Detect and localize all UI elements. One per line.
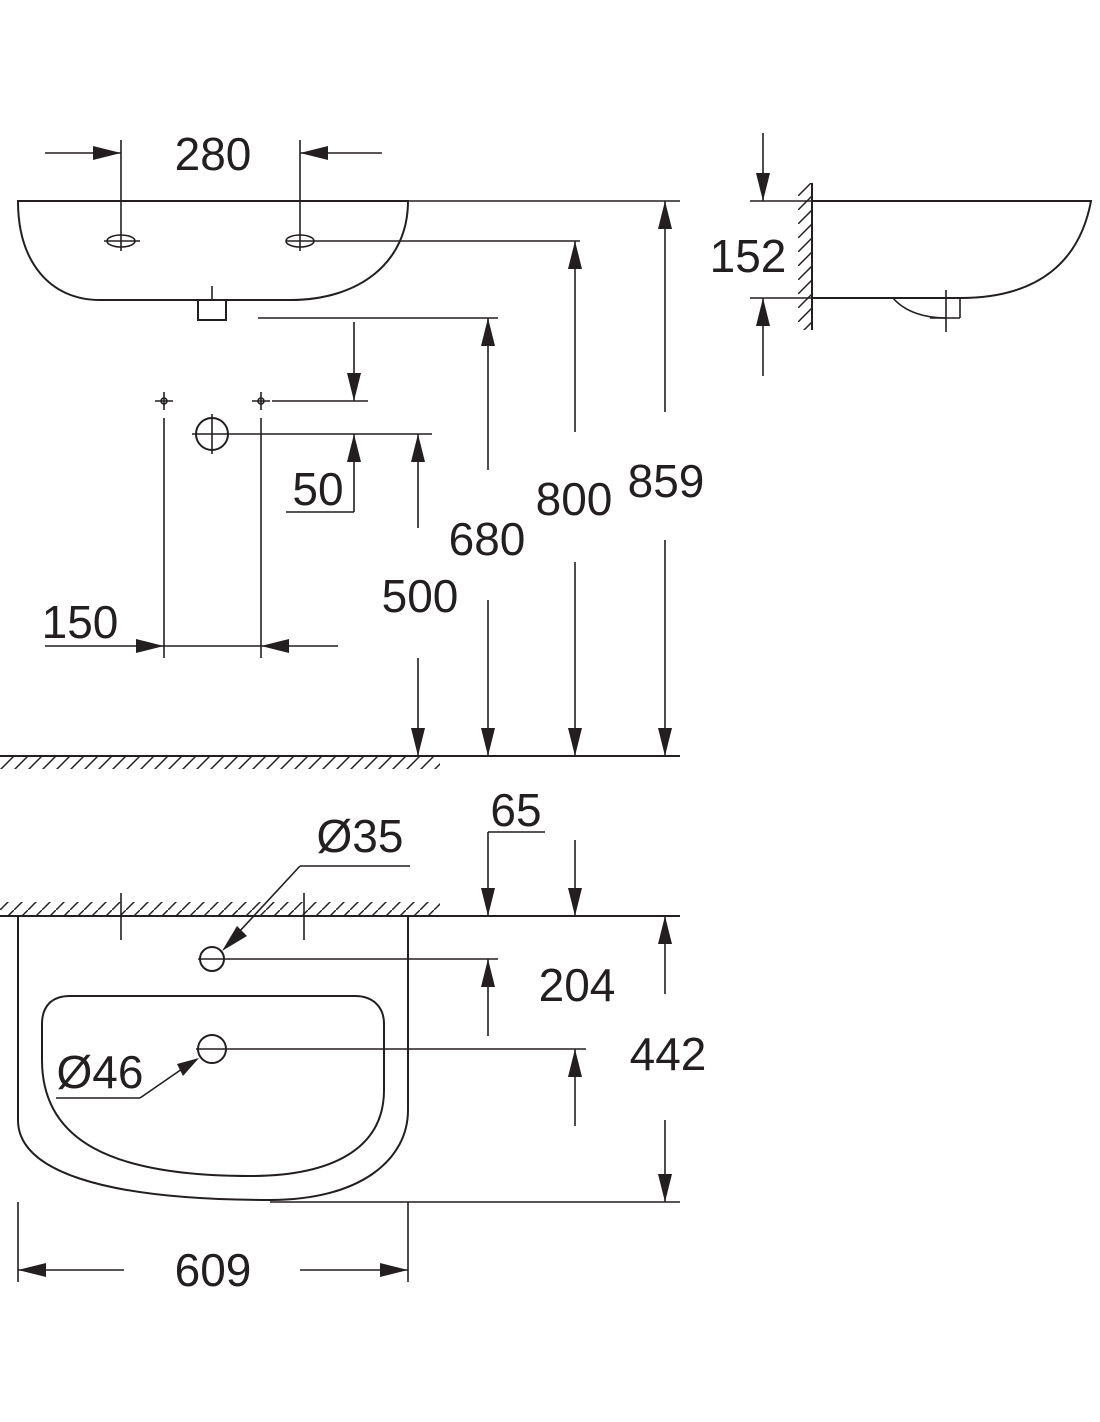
tap-hole-plan [198, 946, 498, 972]
dim-50: 50 [292, 463, 343, 515]
waste-hole-plan [196, 1034, 586, 1064]
bolt-marker-right [252, 392, 368, 658]
dim-204: 204 [539, 959, 616, 1011]
floor-line [0, 755, 680, 769]
front-elevation: 280 50 [0, 128, 704, 769]
tap-hole-marker-left [104, 140, 140, 251]
dim-280: 280 [175, 128, 252, 180]
dim-680: 680 [449, 513, 526, 565]
basin-front-outline [16, 200, 410, 301]
tap-hole-marker-right [285, 140, 580, 251]
bowl-inner-outline [41, 995, 385, 1178]
dim-500: 500 [382, 570, 459, 622]
dim-609: 609 [175, 1244, 252, 1296]
waste-outlet [197, 299, 227, 321]
basin-plan-outline [17, 916, 409, 1202]
dim-dia-35: Ø35 [317, 810, 404, 862]
dim-dia-46: Ø46 [57, 1046, 144, 1098]
dim-150: 150 [42, 596, 119, 648]
basin-side-outline [812, 200, 1093, 299]
dim-65: 65 [490, 784, 541, 836]
side-elevation: 152 [710, 133, 1093, 376]
bolt-marker-left [155, 392, 173, 658]
wall-line [0, 902, 680, 917]
waste-pipe-marker [192, 414, 432, 454]
dim-800: 800 [536, 473, 613, 525]
dim-859: 859 [628, 455, 705, 507]
plan-view: Ø35 Ø46 65 204 442 [0, 784, 706, 1296]
dim-152: 152 [710, 230, 787, 282]
dim-442: 442 [630, 1028, 707, 1080]
